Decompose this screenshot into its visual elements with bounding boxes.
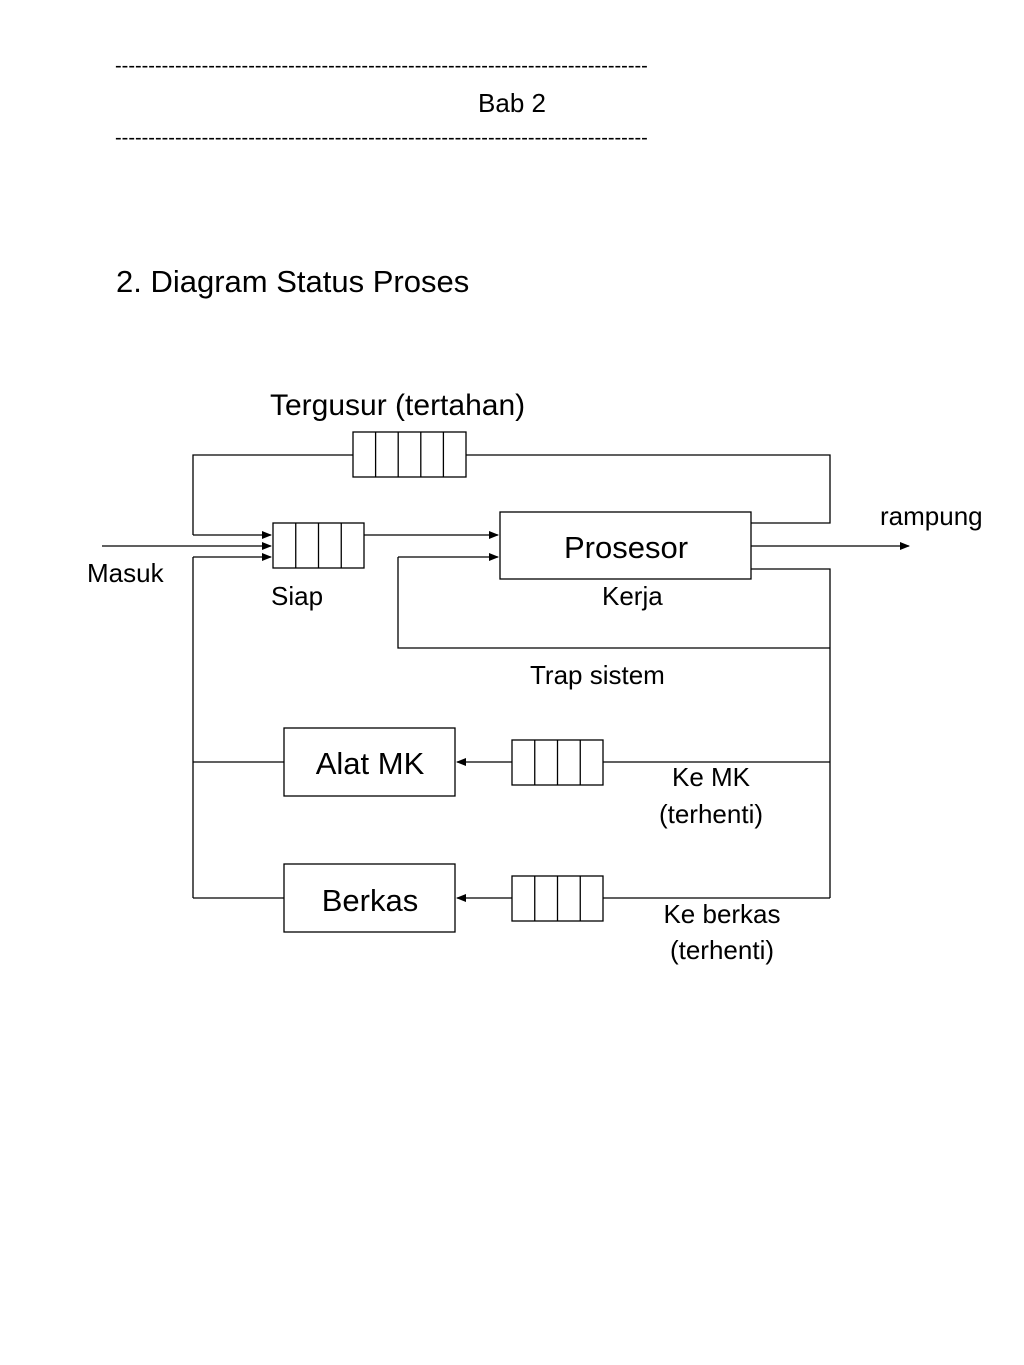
- siap-label: Siap: [271, 581, 323, 611]
- alat-mk-box: [283, 727, 456, 797]
- header-rule-top: ----------------------------------------…: [115, 55, 648, 77]
- ke-berkas-label-line2: (terhenti): [670, 935, 774, 965]
- kerja-label: Kerja: [602, 581, 663, 611]
- rampung-label: rampung: [880, 501, 983, 531]
- prosesor-box: [499, 511, 752, 580]
- trap-label: Trap sistem: [530, 660, 665, 690]
- ke-berkas-label-line1: Ke berkas: [663, 899, 780, 929]
- masuk-label: Masuk: [87, 558, 165, 588]
- berkas-label: Berkas: [322, 883, 418, 918]
- tergusur-to-left-line: [192, 454, 353, 535]
- ke-mk-label-line1: Ke MK: [672, 762, 751, 792]
- prosesor-label: Prosesor: [564, 530, 688, 565]
- berkas-queue: [511, 875, 604, 922]
- tergusur-queue: [352, 431, 467, 478]
- trap-loop-line: [397, 557, 830, 649]
- section-title: 2. Diagram Status Proses: [116, 264, 470, 299]
- alat-mk-label: Alat MK: [316, 746, 425, 781]
- header-rule-bottom: ----------------------------------------…: [115, 127, 648, 149]
- berkas-box: [283, 863, 456, 933]
- header-title: Bab 2: [478, 88, 546, 118]
- ke-mk-label-line2: (terhenti): [659, 799, 763, 829]
- alat-mk-queue: [511, 739, 604, 786]
- tergusur-loop-line: [466, 454, 831, 524]
- siap-queue: [272, 522, 365, 569]
- tergusur-label: Tergusur (tertahan): [270, 389, 525, 422]
- right-trunk-line: [751, 568, 831, 898]
